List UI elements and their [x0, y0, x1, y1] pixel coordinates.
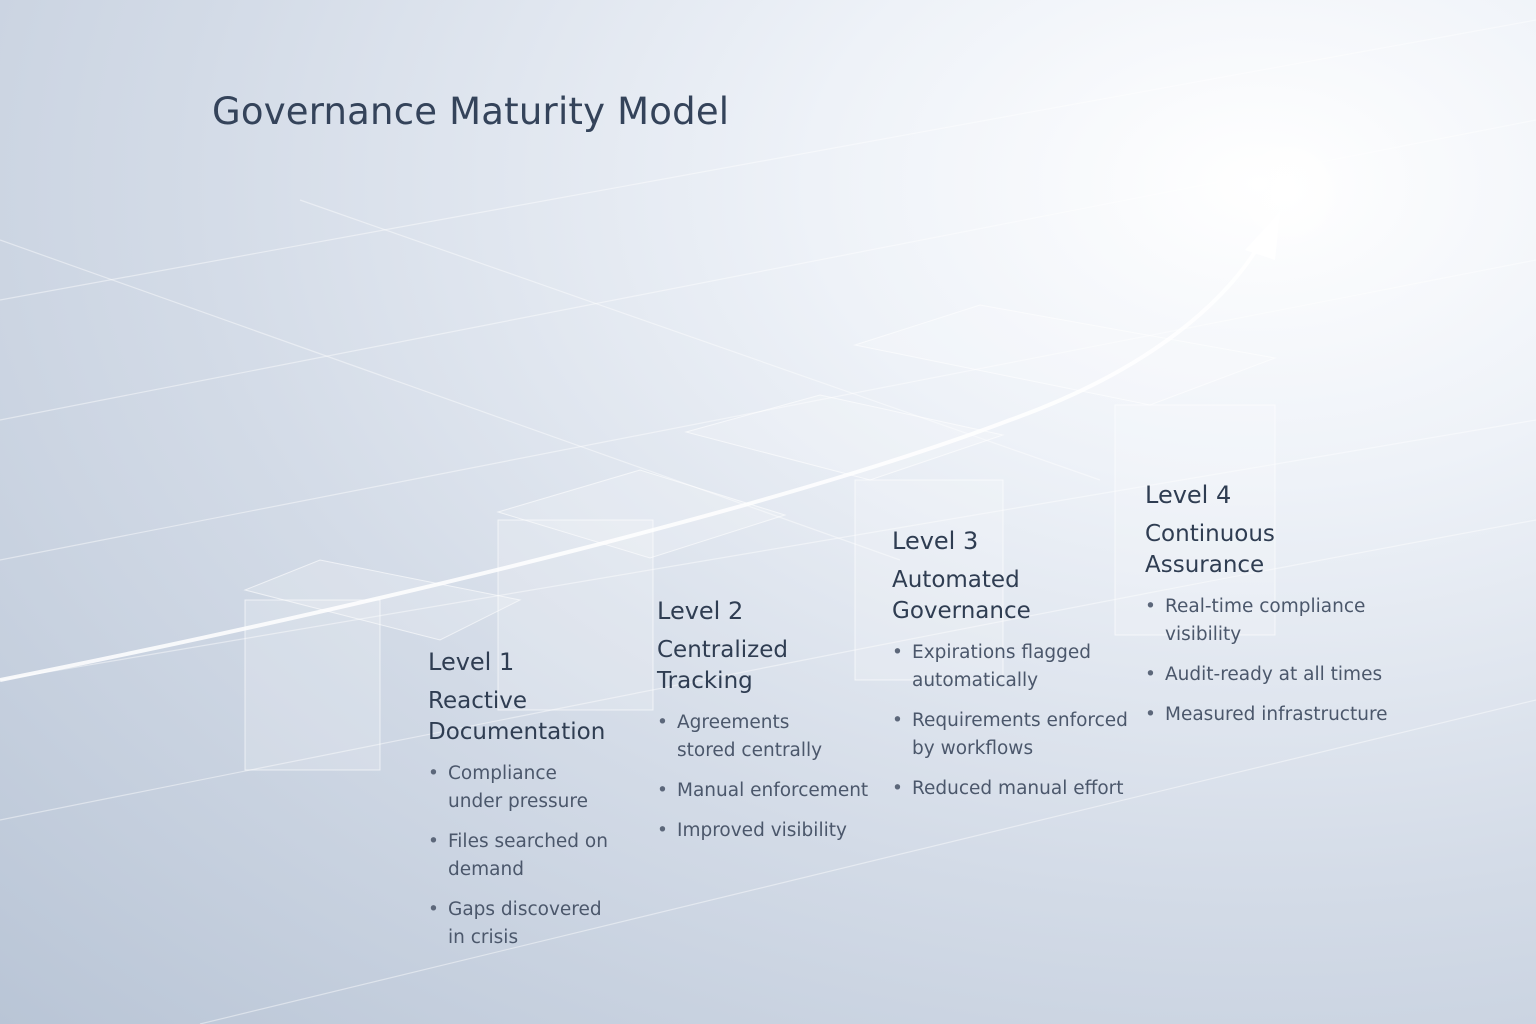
bullet-item: Improved visibility: [657, 817, 887, 845]
level-4-column: Level 4 Continuous Assurance Real-time c…: [1145, 481, 1405, 741]
level-1-column: Level 1 Reactive Documentation Complianc…: [428, 648, 608, 964]
bullet-item: Requirements enforced by workflows: [892, 707, 1137, 763]
level-label: Level 2: [657, 597, 744, 625]
bullet-item: Reduced manual effort: [892, 775, 1137, 803]
bullet-item: Real-time compliance visibility: [1145, 593, 1375, 649]
level-2-column: Level 2 Centralized Tracking Agreements …: [657, 597, 887, 857]
level-name: Reactive Documentation: [428, 688, 606, 745]
level-label: Level 4: [1145, 481, 1232, 509]
bullet-item: Expirations flagged automatically: [892, 639, 1112, 695]
level-label: Level 1: [428, 648, 515, 676]
level-3-column: Level 3 Automated Governance Expirations…: [892, 527, 1137, 815]
level-name: Automated Governance: [892, 567, 1031, 624]
bullet-item: Audit-ready at all times: [1145, 661, 1405, 689]
level-name: Centralized Tracking: [657, 637, 788, 694]
bullet-item: Compliance under pressure: [428, 760, 608, 816]
bullet-item: Gaps discovered in crisis: [428, 896, 608, 952]
level-label: Level 3: [892, 527, 979, 555]
page-title: Governance Maturity Model: [212, 90, 730, 133]
bullet-item: Manual enforcement: [657, 777, 887, 805]
bullet-item: Files searched on demand: [428, 828, 608, 884]
bullet-item: Measured infrastructure: [1145, 701, 1405, 729]
level-name: Continuous Assurance: [1145, 521, 1275, 578]
bullet-item: Agreements stored centrally: [657, 709, 837, 765]
